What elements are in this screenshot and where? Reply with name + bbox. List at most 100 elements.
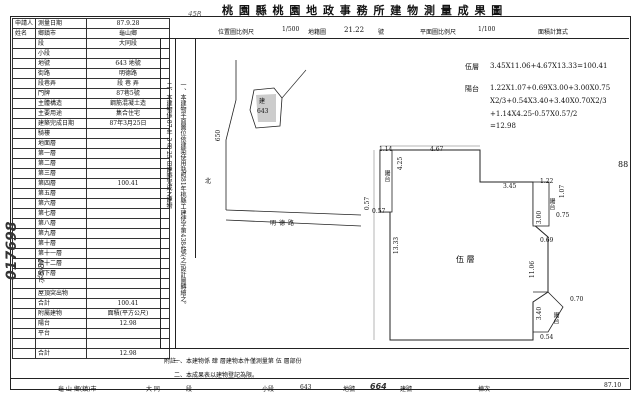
row-owner-cell <box>11 78 37 89</box>
row-value-cell <box>86 208 171 219</box>
dim-bottom-a: 3.40 <box>536 306 544 321</box>
row-value-cell <box>86 278 171 289</box>
side-note-vertical-2: 二、本建物係 87 年 3 月 25 日建築完成之建物 <box>164 82 172 209</box>
row-value-cell: 面積(平方公尺) <box>86 308 171 319</box>
row-value-cell: 段 巷 弄 <box>86 78 171 89</box>
table-row: 第二層 <box>11 158 171 169</box>
row-value-cell <box>86 238 171 249</box>
stamp-mark: 45R <box>188 10 202 18</box>
dim-left-balcony-len: 4.25 <box>397 156 405 171</box>
row-value-cell: 鋼筋混凝土造 <box>86 98 171 109</box>
road-label: 明德路 <box>270 220 298 227</box>
dim-right-e: 0.75 <box>556 212 570 219</box>
table-row: 第一層 <box>11 148 171 159</box>
row-value-cell: 643 地號 <box>86 58 171 69</box>
row-owner-cell <box>11 178 37 189</box>
area-method-label: 面積計算式 <box>538 29 569 36</box>
balcony-formula-line-4: =12.98 <box>490 122 516 130</box>
balcony-label-left: 陽台 <box>383 170 390 182</box>
row-label-cell: 附屬建物 <box>35 308 88 319</box>
table-row: 街路明德路 <box>11 68 171 79</box>
row-owner-cell <box>11 58 37 69</box>
row-label-cell: 第十層 <box>35 238 88 249</box>
dim-right-b: 1.07 <box>559 184 567 199</box>
row-label-cell: 第四層 <box>35 178 88 189</box>
row-owner-cell <box>11 148 37 159</box>
balcony-right-top <box>532 181 550 227</box>
balcony-label-right: 陽台 <box>548 198 555 210</box>
row-owner-cell <box>11 188 37 199</box>
sheet-number: 21.22 <box>344 26 365 34</box>
row-value-cell: 12.98 <box>86 318 171 329</box>
row-owner-cell <box>11 338 37 349</box>
row-label-cell: 合計 <box>35 298 88 309</box>
floor-plan <box>373 145 564 341</box>
note-divider-2 <box>195 38 196 258</box>
footer-lot-suffix: 地號 <box>343 386 356 393</box>
balcony-formula-line-3: +1.14X4.25-0.57X0.57/2 <box>490 110 578 118</box>
table-row: 平台 <box>11 328 171 339</box>
row-owner-cell <box>11 118 37 129</box>
stamp-number: 017698 <box>4 221 20 280</box>
dim-right-v: 11.06 <box>529 260 537 279</box>
notes-divider <box>160 348 629 349</box>
table-row: 第十層 <box>11 238 171 249</box>
balcony-label-bottom: 陽台 <box>552 312 559 324</box>
row-label-cell: 街路 <box>35 68 88 79</box>
row-value-cell <box>86 158 171 169</box>
dim-right-a: 1.22 <box>540 178 554 185</box>
table-row: 地面層 <box>11 138 171 149</box>
footer-divider <box>10 378 629 379</box>
row-value-cell: 87年3月25日 <box>86 118 171 129</box>
room-label: 伍 層 <box>456 255 475 264</box>
row-value-cell <box>86 188 171 199</box>
table-row: 附屬建物面積(平方公尺) <box>11 308 171 319</box>
table-row: 第六層 <box>11 198 171 209</box>
row-value-cell: 12.98 <box>86 348 171 359</box>
row-owner-cell <box>11 128 37 139</box>
table-row: 第五層 <box>11 188 171 199</box>
note-line-2: 二、本成果表以建物登記為限。 <box>174 372 259 379</box>
footer-sheet: 棟次 <box>478 386 491 393</box>
balcony-left <box>379 149 393 213</box>
row-owner-cell <box>11 38 37 49</box>
dim-left-small: 0.57 <box>372 208 386 215</box>
row-value-cell <box>86 288 171 299</box>
location-ratio: 1/500 <box>282 26 300 33</box>
floor-area-formula: 3.45X11.06+4.67X13.33=100.41 <box>490 62 608 70</box>
row-label-cell: 陽台 <box>35 318 88 329</box>
footer-building-no: 664 <box>370 382 387 391</box>
row-value-cell <box>86 258 171 269</box>
row-value-cell: 100.41 <box>86 298 171 309</box>
lot-shade <box>256 94 276 122</box>
table-row: 第八層 <box>11 218 171 229</box>
side-note-text: 一、本建物平面圖位依建築使用執照81年桃縣工建使字第4384號(之)設計圖轉繪之… <box>179 82 186 308</box>
row-value-cell <box>86 328 171 339</box>
dim-bottom-b: 0.70 <box>570 296 584 303</box>
row-owner-cell <box>11 198 37 209</box>
footer-building-suffix: 建號 <box>400 386 413 393</box>
table-row: 小段 <box>11 48 171 59</box>
row-label-cell: 第二層 <box>35 158 88 169</box>
road-boundary-3 <box>225 219 362 227</box>
balcony-formula-line-1: 1.22X1.07+0.69X3.00+3.00X0.75 <box>490 84 611 92</box>
location-map <box>225 60 362 227</box>
row-value-cell <box>86 48 171 59</box>
row-owner-cell <box>11 328 37 339</box>
row-owner-cell <box>11 48 37 59</box>
row-value-cell <box>86 248 171 259</box>
row-owner-cell <box>11 288 37 299</box>
north-mark: 北 <box>205 178 212 185</box>
floor-outline <box>379 149 549 341</box>
row-label-cell: 平台 <box>35 328 88 339</box>
row-owner-cell <box>11 68 37 79</box>
note-divider <box>175 38 176 348</box>
row-label-cell: 合計 <box>35 348 88 359</box>
table-row: 屋頂突出物 <box>11 288 171 299</box>
lot-shade-label: 建 <box>259 98 266 105</box>
row-label-cell: 鄉鎮市 <box>35 28 88 39</box>
